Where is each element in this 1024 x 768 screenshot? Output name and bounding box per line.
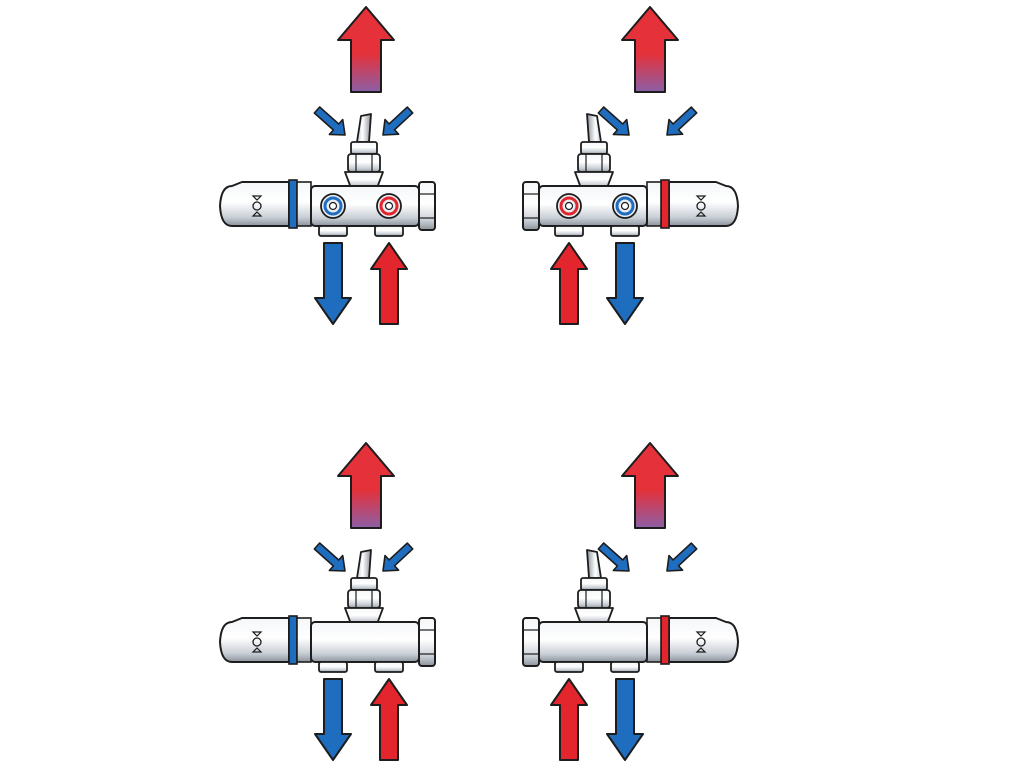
diagonal-flow-arrow <box>597 106 630 136</box>
valve-icon <box>522 113 739 237</box>
valve-body-pipe <box>538 621 648 663</box>
bottom-connection-nut <box>554 661 584 673</box>
bottom-connection-nut <box>318 661 348 673</box>
hot-supply-arrow-up-icon <box>550 678 588 761</box>
supply-arrow-up-icon <box>337 442 395 529</box>
bottom-connection-nut <box>374 225 404 237</box>
diagonal-flow-arrow <box>313 542 346 572</box>
panel-top-left <box>219 6 436 325</box>
valve-icon <box>219 549 436 673</box>
cold-indicator-ring <box>288 179 298 229</box>
cold-return-arrow-down-icon <box>606 678 644 761</box>
hot-supply-arrow-up-icon <box>370 678 408 761</box>
diagonal-flow-arrow <box>382 542 414 572</box>
bottom-connection-nut <box>610 225 640 237</box>
valve-stem <box>586 113 602 143</box>
cold-indicator-ring <box>288 615 298 665</box>
diagonal-flow-arrow <box>666 106 698 136</box>
top-hex-nut <box>347 153 381 173</box>
end-hex-nut <box>522 181 540 231</box>
cold-return-arrow-down-icon <box>314 242 352 325</box>
end-hex-nut <box>418 617 436 667</box>
dial-mark-icon <box>252 637 262 647</box>
supply-arrow-up-icon <box>621 6 679 93</box>
hot-supply-arrow-up-icon <box>370 242 408 325</box>
supply-arrow-up-icon <box>621 442 679 529</box>
cold-return-arrow-down-icon <box>314 678 352 761</box>
panel-top-right <box>522 6 739 325</box>
thermostatic-head-icon <box>646 615 739 665</box>
bottom-connection-nut <box>554 225 584 237</box>
diagonal-flow-arrow <box>382 106 414 136</box>
cold-return-arrow-down-icon <box>606 242 644 325</box>
bottom-connection-nut <box>374 661 404 673</box>
top-hex-nut <box>577 153 611 173</box>
diagonal-flow-arrow <box>666 542 698 572</box>
dial-mark-icon <box>696 637 706 647</box>
hot-indicator-ring <box>660 615 670 665</box>
valve-stem <box>356 549 372 579</box>
diagonal-flow-arrow <box>597 542 630 572</box>
hot-supply-arrow-up-icon <box>550 242 588 325</box>
thermostatic-head-icon <box>646 179 739 229</box>
top-hex-nut <box>577 589 611 609</box>
panel-bottom-left <box>219 442 436 761</box>
diagonal-flow-arrow <box>313 106 346 136</box>
end-hex-nut <box>522 617 540 667</box>
valve-stem <box>586 549 602 579</box>
top-hex-nut <box>347 589 381 609</box>
valve-body-pipe <box>310 621 420 663</box>
valve-icon <box>522 549 739 673</box>
thermostatic-head-icon <box>219 615 312 665</box>
valve-icon <box>219 113 436 237</box>
bottom-connection-nut <box>610 661 640 673</box>
panel-bottom-right <box>522 442 739 761</box>
thermostatic-head-icon <box>219 179 312 229</box>
bottom-connection-nut <box>318 225 348 237</box>
end-hex-nut <box>418 181 436 231</box>
dial-mark-icon <box>696 201 706 211</box>
hot-indicator-ring <box>660 179 670 229</box>
valve-stem <box>356 113 372 143</box>
supply-arrow-up-icon <box>337 6 395 93</box>
dial-mark-icon <box>252 201 262 211</box>
